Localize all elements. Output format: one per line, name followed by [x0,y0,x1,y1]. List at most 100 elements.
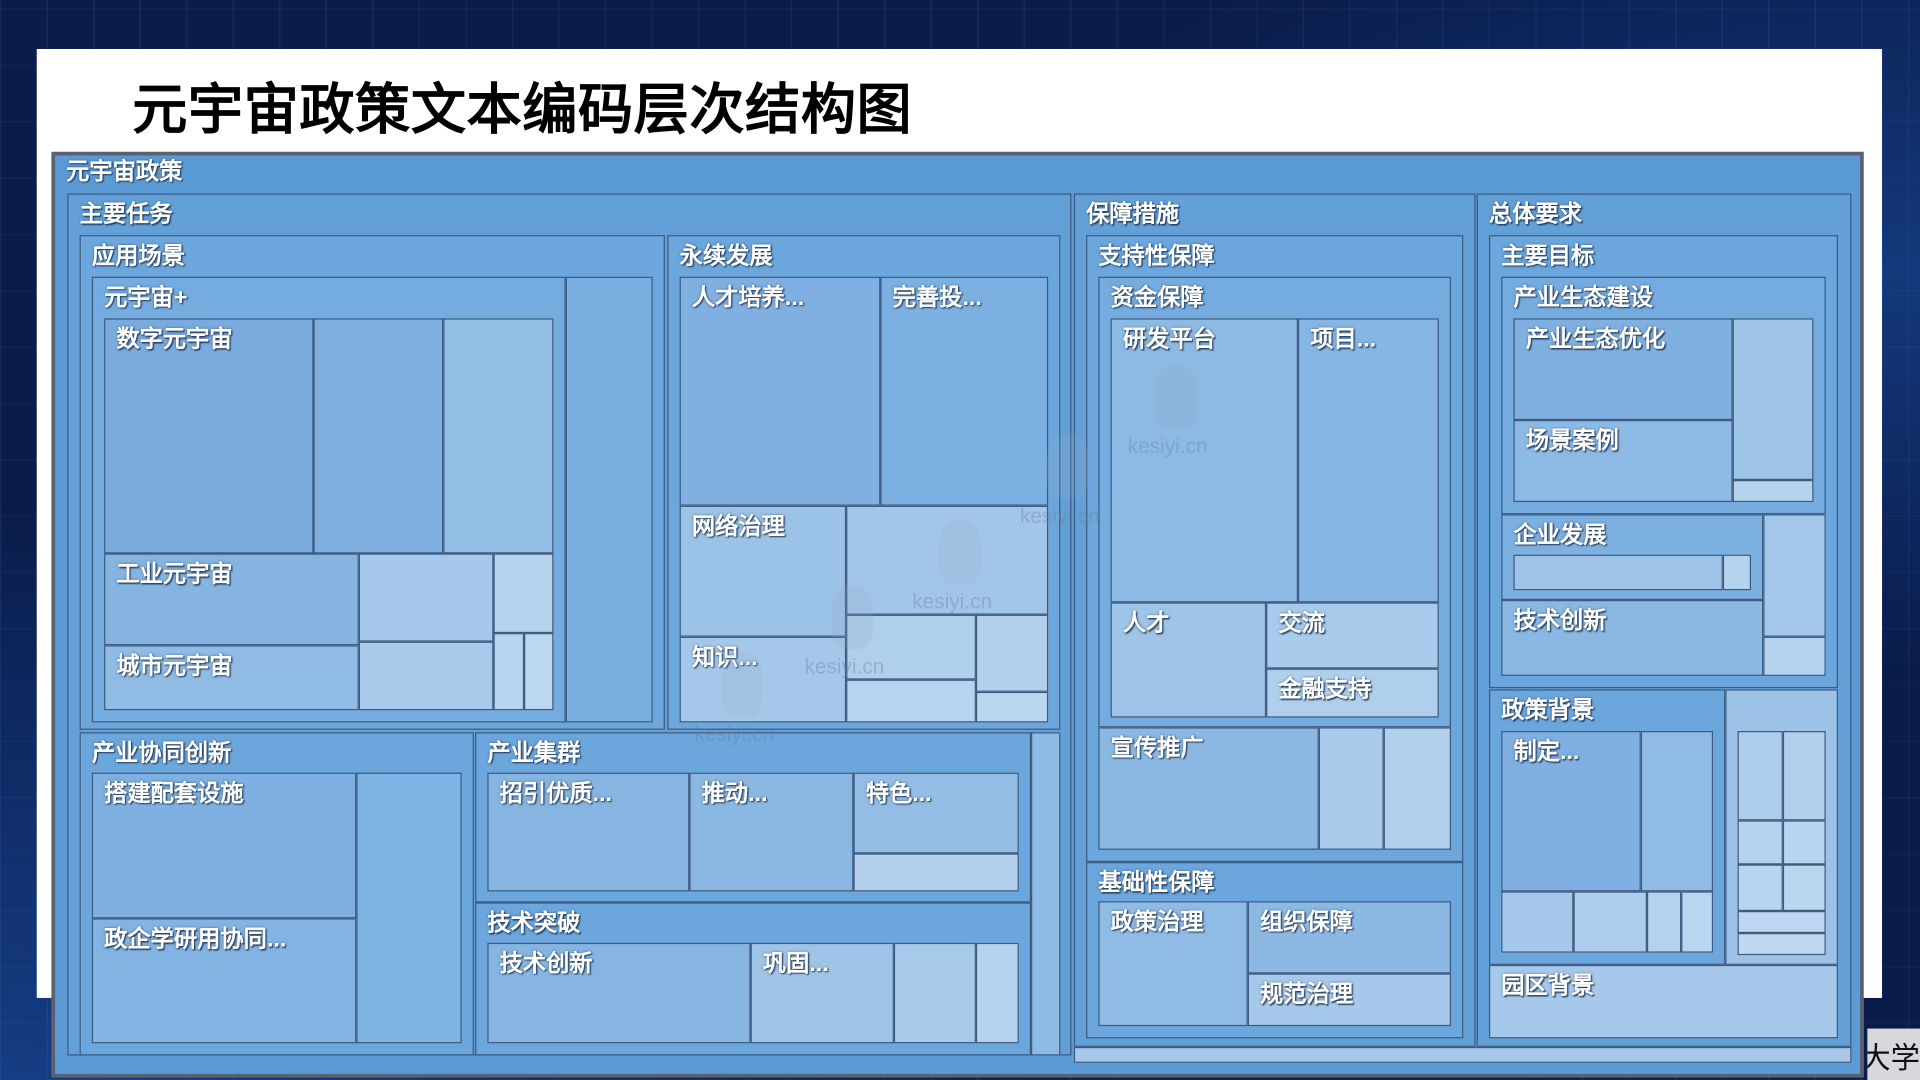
treemap-node-unlabeled [1318,727,1384,850]
node-label: 保障措施 [1086,202,1180,228]
treemap-node-unlabeled [1763,514,1826,637]
treemap-node-unlabeled [1732,318,1814,481]
treemap-node-unlabeled [1763,636,1826,676]
treemap-node-network-governance: 网络治理 [679,505,847,637]
treemap-node-formulate: 制定... [1501,731,1641,892]
treemap-node-unlabeled [975,942,1019,1044]
corner-label: 大学 [1867,1028,1920,1080]
node-label: 规范治理 [1260,982,1354,1008]
treemap-node-unlabeled [358,641,494,711]
node-label: 产业集群 [487,740,581,767]
node-label: 搭建配套设施 [104,781,244,807]
node-label: 人才 [1122,611,1170,637]
treemap-node-unlabeled [1573,891,1647,953]
treemap-node-unlabeled [853,853,1019,892]
treemap-node-unlabeled [1031,732,1061,1056]
node-label: 技术创新 [499,951,593,978]
node-label: 网络治理 [691,514,785,541]
treemap-node-unlabeled [1501,891,1574,953]
node-label: 数字元宇宙 [116,326,233,353]
treemap-node-unlabeled [1646,891,1682,953]
node-label: 支持性保障 [1098,243,1215,270]
node-label: 特色... [865,781,932,807]
node-label: 人才培养... [691,285,805,312]
node-label: 金融支持 [1278,677,1372,703]
node-label: 技术创新 [1513,608,1607,635]
treemap-node-unlabeled [1737,820,1783,865]
treemap-node-unlabeled [846,505,1049,615]
node-label: 研发平台 [1122,326,1216,353]
node-label: 元宇宙+ [104,285,188,312]
node-label: 项目... [1310,326,1377,353]
treemap-node-unlabeled [846,679,976,723]
node-label: 元宇宙政策 [66,159,183,185]
node-label: 总体要求 [1488,202,1583,228]
treemap-node-unlabeled [1722,554,1752,591]
node-label: 应用场景 [91,243,185,270]
treemap-node-featured: 特色... [853,772,1019,854]
treemap-node-unlabeled [1737,933,1826,956]
treemap-node-unlabeled [975,614,1049,692]
treemap-node-unlabeled [356,772,462,1044]
treemap-node-ecology-optimization: 产业生态优化 [1513,318,1733,421]
node-label: 制定... [1513,739,1580,766]
node-label: 推动... [701,781,768,807]
treemap-node-rd-platform: 研发平台 [1110,318,1298,603]
treemap-node-normative-governance: 规范治理 [1247,973,1452,1027]
treemap-node-unlabeled [846,614,976,680]
treemap-node-park-background: 园区背景 [1488,964,1838,1039]
treemap-node-knowledge: 知识... [679,636,847,723]
node-label: 宣传推广 [1110,735,1204,762]
treemap-node-organizational: 组织保障 [1247,901,1452,974]
treemap-node-unlabeled [1782,820,1826,865]
treemap-node-policy-governance: 政策治理 [1098,901,1248,1027]
node-label: 巩固... [762,951,829,978]
node-label: 永续发展 [679,243,773,270]
treemap-node-financial-support: 金融支持 [1266,668,1439,718]
treemap-node-unlabeled [1782,731,1826,821]
treemap-node-unlabeled [1732,480,1814,503]
treemap-node-talent-cultivation: 人才培养... [679,276,881,506]
treemap-node-tech-innovation: 技术创新 [487,942,751,1044]
slide-title: 元宇宙政策文本编码层次结构图 [132,77,913,143]
node-label: 场景案例 [1525,428,1619,455]
treemap-node-unlabeled [1737,911,1826,934]
treemap-node-unlabeled [443,318,554,554]
treemap-node-unlabeled [1737,731,1783,821]
treemap-node-unlabeled [493,553,554,634]
node-label: 政策背景 [1501,697,1595,724]
node-label: 产业生态优化 [1525,326,1666,353]
corner-text: 大学 [1867,1041,1920,1075]
node-label: 城市元宇宙 [116,653,233,680]
node-label: 政策治理 [1110,909,1204,936]
node-label: 政企学研用协同... [104,926,287,953]
treemap-node-goal-tech-innovation: 技术创新 [1501,600,1764,676]
treemap-node-unlabeled [1513,554,1723,591]
treemap-node-unlabeled [313,318,444,554]
treemap-node-unlabeled [493,633,525,711]
treemap-node-urban-metaverse: 城市元宇宙 [104,645,359,711]
node-label: 技术突破 [487,911,581,937]
treemap-node-unlabeled [1782,864,1826,912]
treemap-node-unlabeled [1737,864,1783,912]
treemap-node-gov-enterprise-collaboration: 政企学研用协同... [91,918,357,1044]
treemap-node-industrial-metaverse: 工业元宇宙 [104,553,359,646]
treemap-node-publicity: 宣传推广 [1098,727,1319,850]
node-label: 企业发展 [1513,522,1607,549]
node-label: 资金保障 [1110,285,1204,312]
node-label: 主要任务 [79,202,173,228]
node-label: 园区背景 [1501,973,1595,1000]
treemap-node-unlabeled [1640,731,1714,892]
treemap-node-unlabeled [1383,727,1452,850]
treemap-node-unlabeled [524,633,554,711]
treemap-node-promote: 推动... [689,772,854,892]
treemap-node-digital-metaverse: 数字元宇宙 [104,318,314,554]
treemap-node-unlabeled [975,691,1049,723]
treemap-node-talent: 人才 [1110,602,1267,718]
treemap-node-unlabeled [1681,891,1714,953]
treemap-node-project: 项目... [1297,318,1439,603]
treemap-node-unlabeled [1073,1046,1852,1063]
treemap-node-unlabeled [893,942,976,1044]
